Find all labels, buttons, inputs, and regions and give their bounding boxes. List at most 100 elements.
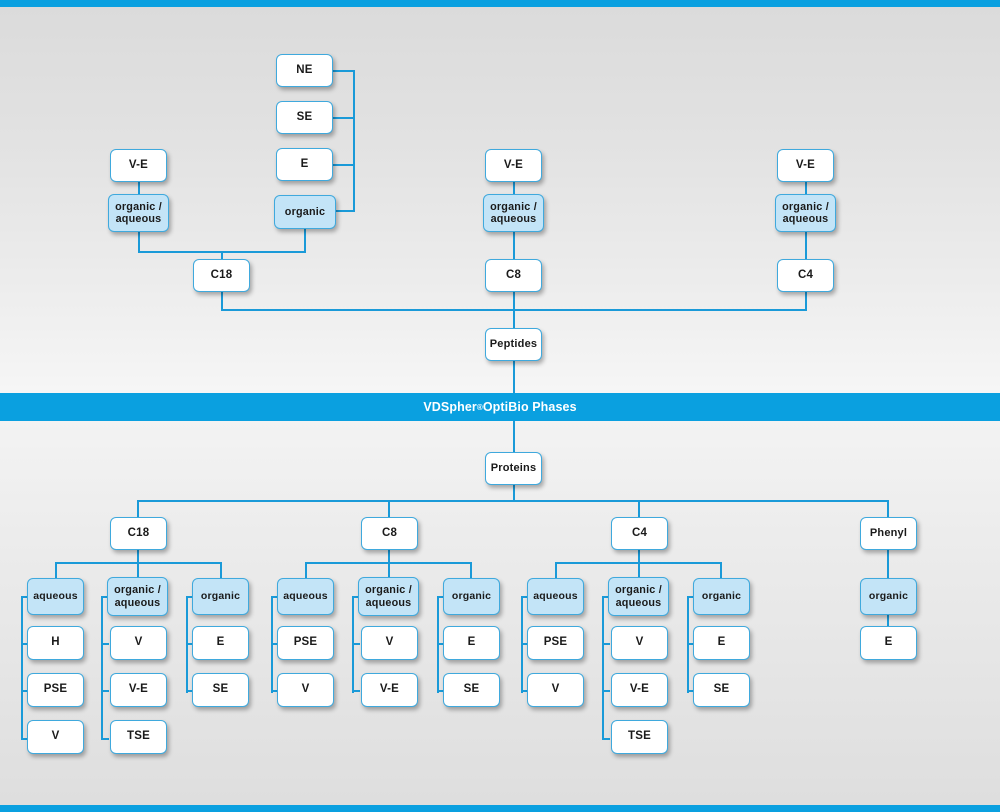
connector-top-c18-ve-to-oa — [138, 181, 140, 195]
stub-c4-aq-v — [521, 690, 529, 692]
node-label: V — [635, 636, 644, 649]
node-label: PSE — [43, 683, 68, 696]
node-bottom-phenyl[interactable]: Phenyl — [860, 517, 917, 550]
stub-c4-aq-group — [521, 596, 529, 598]
node-label: V — [134, 636, 143, 649]
connector-c18-bus-organic — [220, 562, 222, 579]
node-c18-org-e[interactable]: E — [192, 626, 249, 660]
stub-c4-oa-v — [602, 643, 610, 645]
node-c8-aq-v[interactable]: V — [277, 673, 334, 707]
node-label: E — [300, 157, 309, 170]
stub-c8-oa-group — [352, 596, 360, 598]
node-top-c8[interactable]: C8 — [485, 259, 542, 292]
node-label: H — [51, 636, 60, 649]
node-c4-aq-pse[interactable]: PSE — [527, 626, 584, 660]
connector-top-c18-oa-down — [138, 231, 140, 252]
node-top-c4[interactable]: C4 — [777, 259, 834, 292]
node-c8-organic-aqueous[interactable]: organic / aqueous — [358, 577, 419, 616]
node-c8-oa-v[interactable]: V — [361, 626, 418, 660]
node-top-ne[interactable]: NE — [276, 54, 333, 87]
node-label: V — [301, 683, 310, 696]
node-c4-org-se[interactable]: SE — [693, 673, 750, 707]
node-label: TSE — [628, 730, 651, 743]
node-label: V-E — [379, 683, 400, 696]
node-c18-oa-tse[interactable]: TSE — [110, 720, 167, 754]
node-top-se[interactable]: SE — [276, 101, 333, 134]
node-c8-oa-ve[interactable]: V-E — [361, 673, 418, 707]
node-top-c18-organic-aqueous[interactable]: organic / aqueous — [108, 194, 169, 232]
stub-c8-org-group — [437, 596, 445, 598]
node-c4-oa-v[interactable]: V — [611, 626, 668, 660]
connector-top-se-stub — [333, 117, 355, 119]
stub-c8-aq-v — [271, 690, 279, 692]
node-bottom-c18[interactable]: C18 — [110, 517, 167, 550]
spine-c18-oa — [101, 596, 103, 740]
node-top-c18-ve[interactable]: V-E — [110, 149, 167, 182]
connector-top-c4-oa-to-c4 — [805, 231, 807, 260]
node-proteins[interactable]: Proteins — [485, 452, 542, 485]
node-top-c18[interactable]: C18 — [193, 259, 250, 292]
node-phenyl-org-e[interactable]: E — [860, 626, 917, 660]
node-label: organic — [200, 590, 241, 603]
node-label: organic — [701, 590, 742, 603]
node-c8-org-se[interactable]: SE — [443, 673, 500, 707]
node-label: C4 — [631, 526, 648, 539]
stub-c4-oa-ve — [602, 690, 610, 692]
stub-c18-aq-h — [21, 643, 29, 645]
node-c18-oa-v[interactable]: V — [110, 626, 167, 660]
node-label-line1: organic / — [115, 200, 162, 213]
connector-c18-bus-aqueous — [55, 562, 57, 579]
connector-c18-bus-oa — [137, 562, 139, 579]
stub-c8-aq-group — [271, 596, 279, 598]
node-c4-org-e[interactable]: E — [693, 626, 750, 660]
node-phenyl-organic[interactable]: organic — [860, 578, 917, 615]
node-top-c8-ve[interactable]: V-E — [485, 149, 542, 182]
node-c4-oa-tse[interactable]: TSE — [611, 720, 668, 754]
connector-c8-bus-oa — [388, 562, 390, 579]
stub-c4-oa-tse — [602, 738, 610, 740]
node-c18-aqueous[interactable]: aqueous — [27, 578, 84, 615]
stub-c8-org-e — [437, 643, 445, 645]
node-c8-aqueous[interactable]: aqueous — [277, 578, 334, 615]
node-c4-oa-ve[interactable]: V-E — [611, 673, 668, 707]
connector-c8-bus-organic — [470, 562, 472, 579]
node-c4-aq-v[interactable]: V — [527, 673, 584, 707]
node-top-organic[interactable]: organic — [274, 195, 336, 229]
connector-c8-to-peptides — [513, 291, 515, 329]
node-label: V-E — [795, 158, 816, 171]
node-c18-org-se[interactable]: SE — [192, 673, 249, 707]
node-c8-org-e[interactable]: E — [443, 626, 500, 660]
node-top-c4-organic-aqueous[interactable]: organic / aqueous — [775, 194, 836, 232]
node-top-c8-organic-aqueous[interactable]: organic / aqueous — [483, 194, 544, 232]
node-label: C4 — [797, 268, 814, 281]
node-label: V — [51, 730, 60, 743]
node-top-e[interactable]: E — [276, 148, 333, 181]
node-label: PSE — [293, 636, 318, 649]
node-label: V-E — [503, 158, 524, 171]
stub-c4-org-e — [687, 643, 695, 645]
node-c8-aq-pse[interactable]: PSE — [277, 626, 334, 660]
node-c18-aq-h[interactable]: H — [27, 626, 84, 660]
node-c18-oa-ve[interactable]: V-E — [110, 673, 167, 707]
node-c18-organic-aqueous[interactable]: organic / aqueous — [107, 577, 168, 616]
node-c4-aqueous[interactable]: aqueous — [527, 578, 584, 615]
node-c8-organic[interactable]: organic — [443, 578, 500, 615]
node-bottom-c4[interactable]: C4 — [611, 517, 668, 550]
node-peptides[interactable]: Peptides — [485, 328, 542, 361]
node-c4-organic[interactable]: organic — [693, 578, 750, 615]
connector-top-organic-stub — [333, 210, 355, 212]
node-c4-organic-aqueous[interactable]: organic / aqueous — [608, 577, 669, 616]
node-label: PSE — [543, 636, 568, 649]
connector-top-organic-down — [304, 229, 306, 252]
connector-c4-bus-organic — [720, 562, 722, 579]
node-c18-aq-pse[interactable]: PSE — [27, 673, 84, 707]
node-c18-aq-v[interactable]: V — [27, 720, 84, 754]
stub-c4-aq-pse — [521, 643, 529, 645]
node-top-c4-ve[interactable]: V-E — [777, 149, 834, 182]
node-label-line1: organic / — [615, 584, 662, 597]
node-bottom-c8[interactable]: C8 — [361, 517, 418, 550]
node-label: E — [884, 636, 893, 649]
node-c18-organic[interactable]: organic — [192, 578, 249, 615]
node-label-line1: organic / — [114, 584, 161, 597]
node-label: Proteins — [490, 462, 537, 475]
